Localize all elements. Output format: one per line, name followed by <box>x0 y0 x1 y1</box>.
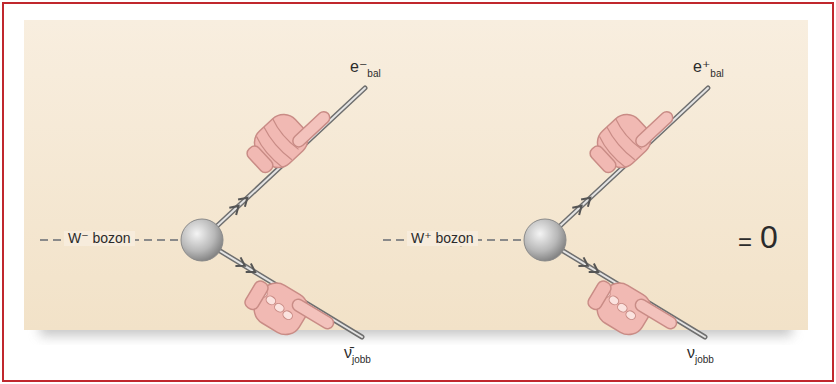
left-decay <box>40 88 365 355</box>
chirality-subscript: jobb <box>695 354 714 365</box>
right-decay <box>383 88 708 355</box>
particle-symbol: e⁻ <box>350 58 367 76</box>
panel <box>24 20 808 330</box>
particle-symbol: e⁺ <box>693 58 710 76</box>
particle-symbol: ν <box>687 344 695 362</box>
chirality-subscript: bal <box>710 68 723 79</box>
particle-symbol: ν̄ <box>344 344 352 362</box>
chirality-subscript: bal <box>367 68 380 79</box>
boson-label: W⁻ bozon <box>64 231 135 246</box>
chirality-subscript: jobb <box>352 354 371 365</box>
boson-label: W⁺ bozon <box>407 231 478 246</box>
result-number: 0 <box>760 220 778 255</box>
frame <box>3 3 833 381</box>
relation-sign: = <box>738 229 752 255</box>
